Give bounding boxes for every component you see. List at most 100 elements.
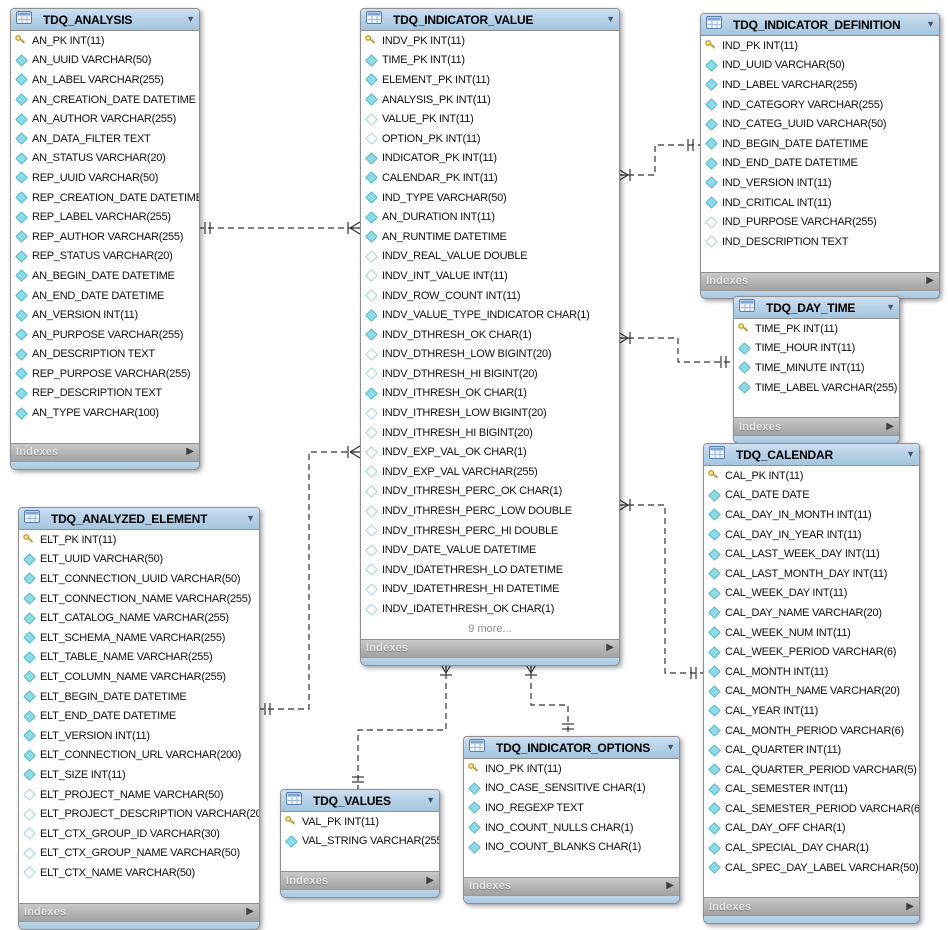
- column-row[interactable]: ELT_CTX_GROUP_NAME VARCHAR(50): [19, 844, 259, 864]
- column-row[interactable]: CAL_QUARTER_PERIOD VARCHAR(5): [704, 760, 919, 780]
- column-row[interactable]: REP_PURPOSE VARCHAR(255): [11, 364, 199, 384]
- column-row[interactable]: REP_CREATION_DATE DATETIME: [11, 188, 199, 208]
- indexes-section[interactable]: Indexes ▶: [734, 417, 899, 436]
- column-row[interactable]: CAL_YEAR INT(11): [704, 701, 919, 721]
- collapse-caret-icon[interactable]: ▼: [886, 302, 895, 312]
- column-row[interactable]: REP_UUID VARCHAR(50): [11, 168, 199, 188]
- column-row[interactable]: AN_AUTHOR VARCHAR(255): [11, 109, 199, 129]
- column-row[interactable]: AN_END_DATE DATETIME: [11, 286, 199, 306]
- column-row[interactable]: INDV_INT_VALUE INT(11): [361, 266, 619, 286]
- more-columns-label[interactable]: 9 more...: [361, 618, 619, 639]
- table-header[interactable]: TDQ_ANALYZED_ELEMENT ▼: [19, 508, 259, 530]
- more-columns-label[interactable]: [704, 877, 919, 898]
- collapse-caret-icon[interactable]: ▼: [186, 14, 195, 24]
- column-row[interactable]: TIME_LABEL VARCHAR(255): [734, 378, 899, 398]
- collapse-caret-icon[interactable]: ▼: [606, 14, 615, 24]
- more-columns-label[interactable]: [11, 422, 199, 443]
- column-row[interactable]: INDV_REAL_VALUE DOUBLE: [361, 247, 619, 267]
- column-row[interactable]: ELT_SCHEMA_NAME VARCHAR(255): [19, 628, 259, 648]
- column-row[interactable]: INO_PK INT(11): [464, 759, 679, 779]
- column-row[interactable]: ELT_COLUMN_NAME VARCHAR(255): [19, 667, 259, 687]
- indexes-section[interactable]: Indexes ▶: [701, 271, 939, 290]
- column-row[interactable]: CAL_SEMESTER INT(11): [704, 780, 919, 800]
- table-header[interactable]: TDQ_INDICATOR_OPTIONS ▼: [464, 737, 679, 759]
- indexes-section[interactable]: Indexes ▶: [281, 871, 439, 890]
- column-row[interactable]: VALUE_PK INT(11): [361, 109, 619, 129]
- column-row[interactable]: ELT_BEGIN_DATE DATETIME: [19, 687, 259, 707]
- table-tdq_day_time[interactable]: TDQ_DAY_TIME ▼ TIME_PK INT(11) TIME_HOUR…: [733, 296, 900, 445]
- column-row[interactable]: INO_REGEXP TEXT: [464, 798, 679, 818]
- column-row[interactable]: AN_BEGIN_DATE DATETIME: [11, 266, 199, 286]
- column-row[interactable]: INDV_ITHRESH_OK CHAR(1): [361, 384, 619, 404]
- column-row[interactable]: TIME_PK INT(11): [734, 319, 899, 339]
- column-row[interactable]: REP_LABEL VARCHAR(255): [11, 207, 199, 227]
- column-row[interactable]: ELT_PROJECT_NAME VARCHAR(50): [19, 785, 259, 805]
- more-columns-label[interactable]: [734, 397, 899, 418]
- relationship-indicator-value-to-indicator-definition[interactable]: [617, 139, 700, 182]
- column-row[interactable]: IND_VERSION INT(11): [701, 173, 939, 193]
- column-row[interactable]: IND_CATEG_UUID VARCHAR(50): [701, 114, 939, 134]
- column-row[interactable]: IND_PURPOSE VARCHAR(255): [701, 212, 939, 232]
- column-row[interactable]: TIME_PK INT(11): [361, 51, 619, 71]
- table-tdq_values[interactable]: TDQ_VALUES ▼ VAL_PK INT(11) VAL_STRING V…: [280, 789, 440, 899]
- expand-arrow-icon[interactable]: ▶: [906, 900, 914, 912]
- relationship-indicator-value-to-day-time[interactable]: [617, 331, 733, 368]
- column-row[interactable]: INDV_IDATETHRESH_LO DATETIME: [361, 560, 619, 580]
- column-row[interactable]: AN_RUNTIME DATETIME: [361, 227, 619, 247]
- table-tdq_analysis[interactable]: TDQ_ANALYSIS ▼ AN_PK INT(11) AN_UUID VAR…: [10, 8, 200, 470]
- column-row[interactable]: IND_LABEL VARCHAR(255): [701, 75, 939, 95]
- column-row[interactable]: ELEMENT_PK INT(11): [361, 70, 619, 90]
- column-row[interactable]: IND_PK INT(11): [701, 36, 939, 56]
- column-row[interactable]: ELT_CTX_NAME VARCHAR(50): [19, 863, 259, 883]
- column-row[interactable]: IND_BEGIN_DATE DATETIME: [701, 134, 939, 154]
- column-row[interactable]: CAL_LAST_MONTH_DAY INT(11): [704, 564, 919, 584]
- column-row[interactable]: CAL_DAY_IN_YEAR INT(11): [704, 525, 919, 545]
- column-row[interactable]: ANALYSIS_PK INT(11): [361, 90, 619, 110]
- column-row[interactable]: CAL_SEMESTER_PERIOD VARCHAR(6): [704, 799, 919, 819]
- column-row[interactable]: CALENDAR_PK INT(11): [361, 168, 619, 188]
- column-row[interactable]: CAL_WEEK_PERIOD VARCHAR(6): [704, 642, 919, 662]
- column-row[interactable]: CAL_SPECIAL_DAY CHAR(1): [704, 838, 919, 858]
- column-row[interactable]: IND_END_DATE DATETIME: [701, 154, 939, 174]
- expand-arrow-icon[interactable]: ▶: [666, 880, 674, 892]
- collapse-caret-icon[interactable]: ▼: [926, 19, 935, 29]
- column-row[interactable]: OPTION_PK INT(11): [361, 129, 619, 149]
- indexes-section[interactable]: Indexes ▶: [11, 442, 199, 461]
- column-row[interactable]: AN_PK INT(11): [11, 31, 199, 51]
- column-row[interactable]: CAL_DATE DATE: [704, 486, 919, 506]
- relationship-indicator-value-to-values[interactable]: [352, 662, 453, 789]
- column-row[interactable]: CAL_QUARTER INT(11): [704, 740, 919, 760]
- table-tdq_calendar[interactable]: TDQ_CALENDAR ▼ CAL_PK INT(11) CAL_DATE D…: [703, 443, 920, 925]
- column-row[interactable]: CAL_MONTH_PERIOD VARCHAR(6): [704, 721, 919, 741]
- column-row[interactable]: INDV_VALUE_TYPE_INDICATOR CHAR(1): [361, 305, 619, 325]
- indexes-section[interactable]: Indexes ▶: [19, 902, 259, 921]
- relationship-indicator-value-to-indicator-options[interactable]: [524, 662, 574, 736]
- collapse-caret-icon[interactable]: ▼: [666, 742, 675, 752]
- column-row[interactable]: INDV_PK INT(11): [361, 31, 619, 51]
- column-row[interactable]: CAL_MONTH_NAME VARCHAR(20): [704, 682, 919, 702]
- column-row[interactable]: INDV_DTHRESH_HI BIGINT(20): [361, 364, 619, 384]
- expand-arrow-icon[interactable]: ▶: [886, 420, 894, 432]
- column-row[interactable]: INDV_DATE_VALUE DATETIME: [361, 540, 619, 560]
- column-row[interactable]: AN_VERSION INT(11): [11, 305, 199, 325]
- column-row[interactable]: ELT_TABLE_NAME VARCHAR(255): [19, 648, 259, 668]
- column-row[interactable]: INDICATOR_PK INT(11): [361, 149, 619, 169]
- expand-arrow-icon[interactable]: ▶: [246, 906, 254, 918]
- column-row[interactable]: ELT_UUID VARCHAR(50): [19, 550, 259, 570]
- column-row[interactable]: ELT_PROJECT_DESCRIPTION VARCHAR(200): [19, 804, 259, 824]
- more-columns-label[interactable]: [281, 851, 439, 872]
- column-row[interactable]: AN_LABEL VARCHAR(255): [11, 70, 199, 90]
- column-row[interactable]: IND_CATEGORY VARCHAR(255): [701, 95, 939, 115]
- column-row[interactable]: CAL_WEEK_DAY INT(11): [704, 584, 919, 604]
- more-columns-label[interactable]: [464, 856, 679, 877]
- column-row[interactable]: IND_CRITICAL INT(11): [701, 193, 939, 213]
- column-row[interactable]: CAL_PK INT(11): [704, 466, 919, 486]
- indexes-section[interactable]: Indexes ▶: [704, 897, 919, 916]
- column-row[interactable]: INO_COUNT_NULLS CHAR(1): [464, 818, 679, 838]
- table-tdq_indicator_value[interactable]: TDQ_INDICATOR_VALUE ▼ INDV_PK INT(11) TI…: [360, 8, 620, 666]
- column-row[interactable]: INDV_ROW_COUNT INT(11): [361, 286, 619, 306]
- indexes-section[interactable]: Indexes ▶: [361, 638, 619, 657]
- column-row[interactable]: CAL_SPEC_DAY_LABEL VARCHAR(50): [704, 858, 919, 878]
- table-tdq_analyzed_element[interactable]: TDQ_ANALYZED_ELEMENT ▼ ELT_PK INT(11) EL…: [18, 507, 260, 930]
- column-row[interactable]: INDV_DTHRESH_LOW BIGINT(20): [361, 345, 619, 365]
